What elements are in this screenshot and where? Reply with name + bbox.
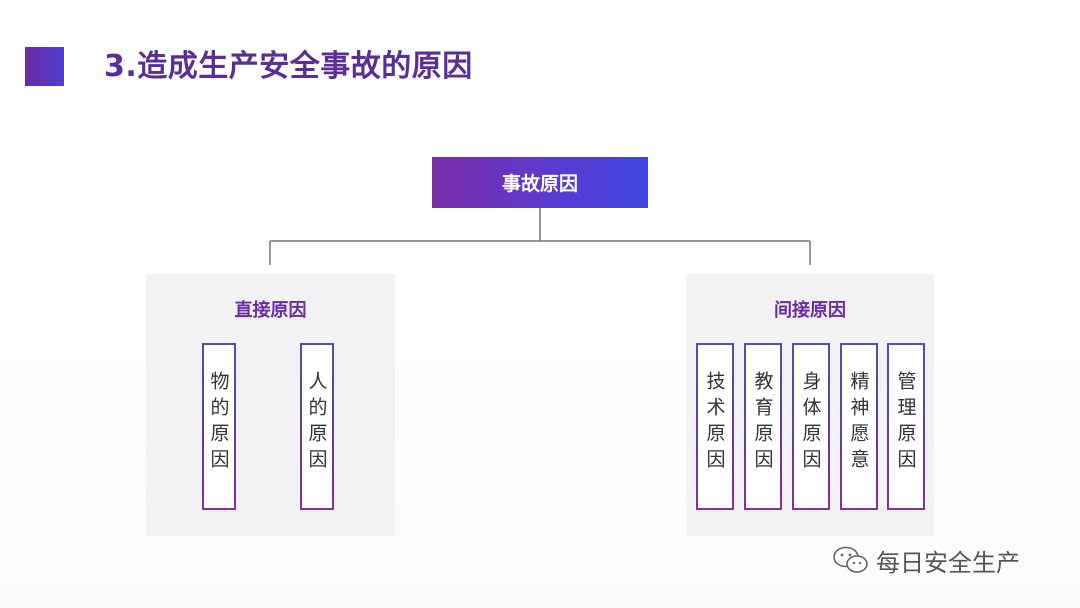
root-node: 事故原因 — [432, 157, 648, 208]
watermark: 每日安全生产 — [832, 540, 1020, 580]
cause-label: 物的原因 — [207, 371, 230, 475]
indirect-causes-group: 间接原因 技术原因 教育原因 身体原因 精神愿意 管理原因 — [686, 274, 934, 536]
cause-box-management: 管理原因 — [887, 343, 925, 510]
cause-label: 人的原因 — [305, 371, 328, 475]
cause-label: 管理原因 — [894, 371, 917, 475]
cause-box-material: 物的原因 — [202, 343, 236, 510]
cause-box-human: 人的原因 — [300, 343, 334, 510]
cause-box-mental: 精神愿意 — [840, 343, 878, 510]
cause-label: 身体原因 — [799, 371, 822, 475]
cause-box-technical: 技术原因 — [696, 343, 734, 510]
slide-title: 3.造成生产安全事故的原因 — [104, 49, 473, 84]
title-accent-bar — [25, 47, 64, 86]
cause-label: 技术原因 — [703, 371, 726, 475]
cause-label: 教育原因 — [751, 371, 774, 475]
indirect-causes-title: 间接原因 — [774, 300, 846, 321]
cause-label: 精神愿意 — [847, 371, 870, 475]
watermark-text: 每日安全生产 — [876, 548, 1020, 577]
cause-box-education: 教育原因 — [744, 343, 782, 510]
direct-causes-title: 直接原因 — [234, 300, 307, 321]
cause-box-physical: 身体原因 — [792, 343, 830, 510]
wechat-icon — [833, 546, 868, 573]
direct-causes-group: 直接原因 物的原因 人的原因 — [146, 274, 395, 536]
